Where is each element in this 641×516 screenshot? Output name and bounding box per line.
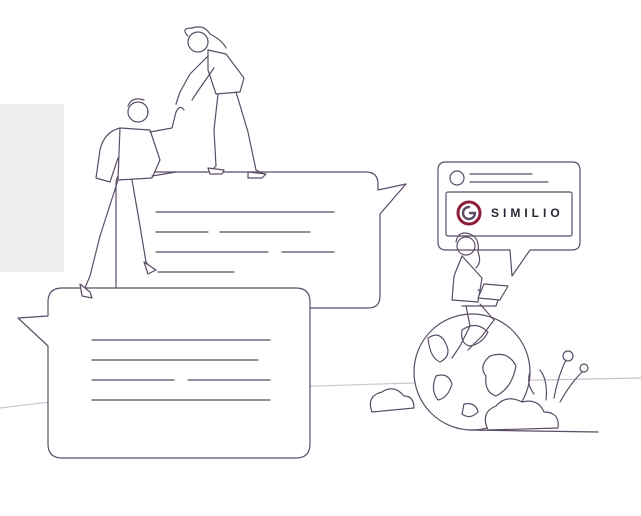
front-speech-bubble <box>17 287 311 459</box>
brand-lockup: SIMILIO <box>456 199 564 227</box>
browser-card <box>437 161 581 277</box>
left-gray-panel <box>0 104 64 272</box>
back-speech-bubble <box>115 171 407 309</box>
similio-logo-icon <box>456 200 482 226</box>
plant-decoration <box>528 350 589 403</box>
brand-name: SIMILIO <box>491 206 564 220</box>
bush-decoration <box>369 388 599 433</box>
laptop-woman-figure <box>451 232 509 359</box>
man-figure <box>79 98 185 299</box>
woman-figure <box>175 26 267 179</box>
